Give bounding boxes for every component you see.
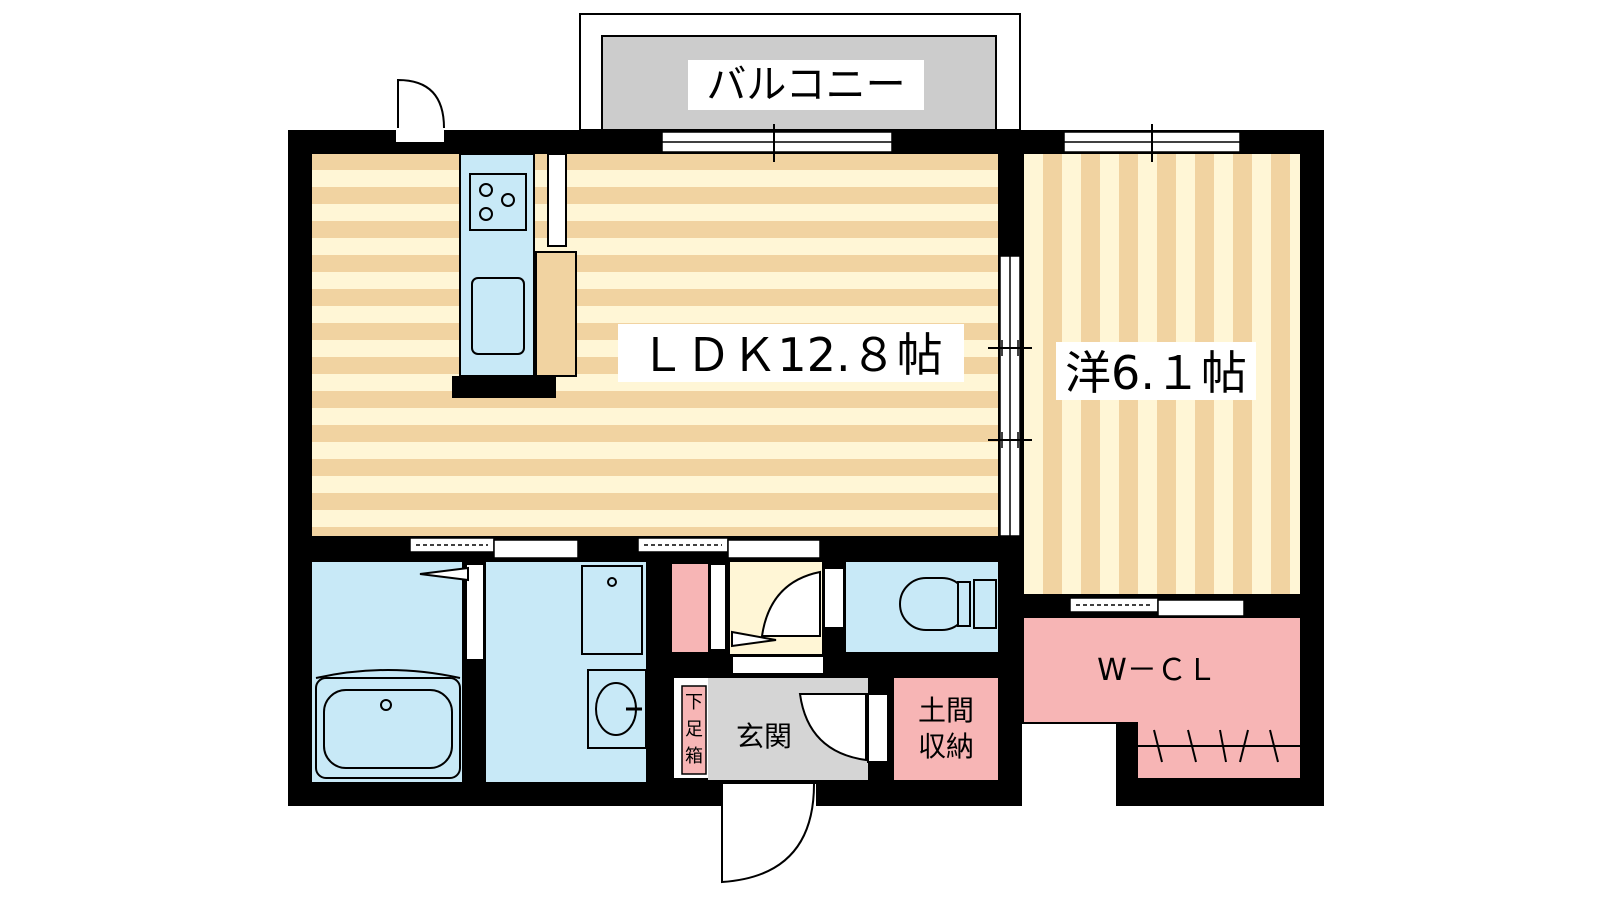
shoe-box: 下 足 箱 bbox=[674, 678, 708, 778]
balcony-label: バルコニー bbox=[706, 62, 905, 108]
bathroom bbox=[312, 562, 485, 782]
sink-icon bbox=[471, 277, 525, 355]
walk-in-closet: W－ＣＬ bbox=[1024, 618, 1300, 778]
toilet-room bbox=[823, 562, 998, 652]
doma-storage: 土間 収納 bbox=[867, 678, 998, 780]
washbasin-icon bbox=[587, 669, 647, 749]
sliding-doors bbox=[409, 537, 1245, 617]
shoe-box-label-2: 足 bbox=[685, 719, 703, 740]
western-room-label: 洋6.１帖 bbox=[1065, 346, 1247, 400]
walk-in-closet-label: W－ＣＬ bbox=[1097, 653, 1217, 688]
door-swing-icon bbox=[760, 570, 821, 637]
top-door bbox=[396, 78, 445, 142]
genkan-label: 玄関 bbox=[736, 720, 792, 753]
doma-storage-label-1: 土間 bbox=[918, 694, 974, 727]
door-swing-icon bbox=[397, 78, 445, 129]
stove-icon bbox=[469, 173, 527, 231]
ldk-room: ＬＤＫ12.８帖 bbox=[312, 154, 998, 536]
shoe-box-label-1: 下 bbox=[685, 692, 703, 713]
door-swing-icon bbox=[721, 783, 815, 884]
balcony: バルコニー bbox=[579, 13, 1021, 131]
entrance-door bbox=[721, 783, 816, 884]
toilet-icon bbox=[899, 577, 997, 631]
western-room: 洋6.１帖 bbox=[1024, 154, 1300, 594]
washroom bbox=[486, 562, 647, 782]
kitchen-counter bbox=[452, 153, 577, 398]
hallway bbox=[730, 562, 822, 654]
hanger-rod-icon bbox=[1153, 729, 1279, 763]
hall-closet bbox=[672, 564, 708, 652]
doma-storage-label-2: 収納 bbox=[918, 730, 974, 763]
bathtub-icon bbox=[315, 677, 461, 779]
genkan: 玄関 bbox=[708, 678, 868, 780]
ldk-label: ＬＤＫ12.８帖 bbox=[639, 328, 942, 382]
shoe-box-label-3: 箱 bbox=[685, 746, 703, 767]
windows bbox=[661, 124, 1241, 537]
